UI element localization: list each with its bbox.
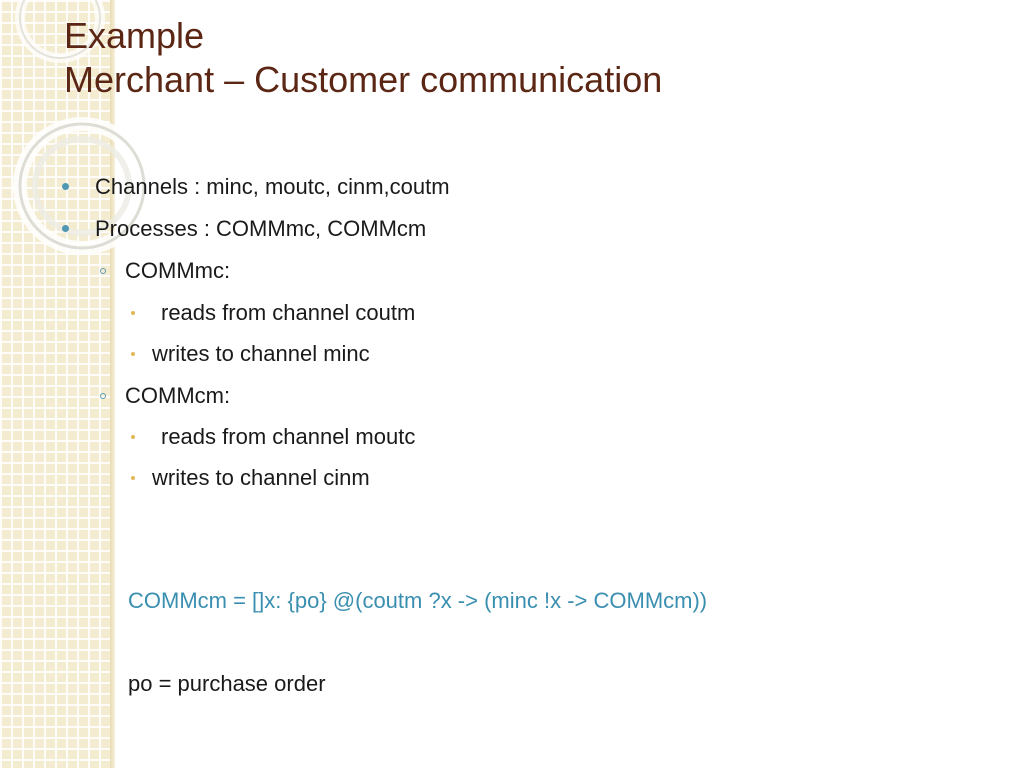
decorative-ring-shade: [18, 122, 146, 250]
commcm-reads-item: reads from channel moutc: [161, 424, 416, 449]
bullet-small-icon: [131, 435, 135, 439]
title-line-1: Example: [64, 15, 205, 56]
po-definition: po = purchase order: [128, 671, 326, 696]
processes-item: Processes : COMMmc, COMMcm: [95, 216, 427, 241]
bullet-small-icon: [131, 352, 135, 356]
process-formula: COMMcm = []x: {po} @(coutm ?x -> (minc !…: [128, 588, 708, 613]
commcm-writes-item: writes to channel cinm: [152, 465, 370, 490]
commmc-label: COMMmc:: [125, 258, 231, 283]
decorative-ring-small-shade: [19, 0, 101, 59]
decorative-ring-graphic: [13, 0, 151, 255]
commcm-label: COMMcm:: [125, 383, 231, 408]
bullet-ring-icon: [100, 268, 106, 274]
slide-title: Example Merchant – Customer communicatio…: [64, 14, 662, 102]
bullet-small-icon: [131, 311, 135, 315]
bullet-small-icon: [131, 476, 135, 480]
bullet-ring-icon: [100, 393, 106, 399]
title-line-2: Merchant – Customer communication: [64, 59, 663, 100]
channels-item: Channels : minc, moutc, cinm,coutm: [95, 174, 450, 199]
bullet-dot-icon: [62, 183, 69, 190]
commmc-reads-item: reads from channel coutm: [161, 300, 416, 325]
decorative-ring-inner: [32, 136, 132, 236]
bullet-dot-icon: [62, 225, 69, 232]
grid-strip-edge: [110, 0, 115, 768]
commmc-writes-item: writes to channel minc: [152, 341, 370, 366]
